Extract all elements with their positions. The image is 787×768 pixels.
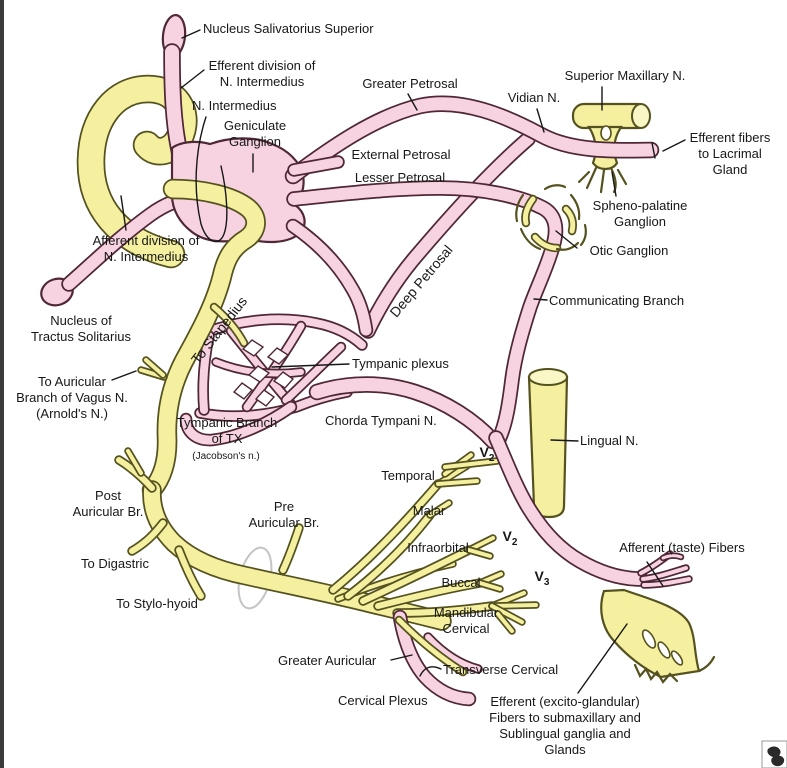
deep-petrosal-nerve (362, 133, 534, 337)
label-greater-auricular: Greater Auricular (278, 653, 377, 668)
label-to-stapedius: To Stapedius (187, 293, 251, 367)
label-afferent-division: Afferent division of N. Intermedius (92, 233, 200, 264)
label-communicating-branch: Communicating Branch (549, 293, 685, 308)
chorda-tympani-nerve (308, 376, 649, 587)
left-edge-strip (0, 0, 4, 768)
petrosal-nerves (284, 95, 660, 447)
facial-nerve-trunk (114, 178, 452, 631)
label-buccal: Buccal (441, 575, 481, 590)
label-v2-infraorbital: V2 (502, 528, 518, 548)
label-n-intermedius: N. Intermedius (192, 98, 277, 113)
label-nucleus-salivatorius-superior: Nucleus Salivatorius Superior (203, 21, 374, 36)
lesser-petrosal-communicating-branch (288, 182, 562, 445)
label-lingual: Lingual N. (580, 433, 639, 448)
label-efferent-lacrimal: Efferent fibers to Lacrimal Gland (689, 130, 771, 177)
label-superior-maxillary: Superior Maxillary N. (564, 68, 686, 83)
label-jacobsons: (Jacobson's n.) (192, 451, 260, 462)
label-arnolds-nerve: To Auricular Branch of Vagus N. (Arnold'… (16, 374, 128, 421)
plexus-windows (232, 339, 295, 407)
label-afferent-taste: Afferent (taste) Fibers (619, 540, 745, 555)
label-v3: V3 (534, 568, 550, 588)
label-nucleus-tractus-solitarius: Nucleus of Tractus Solitarius (31, 313, 131, 344)
cervical-plexus-band (392, 609, 483, 707)
label-otic-ganglion: Otic Ganglion (589, 243, 669, 258)
label-geniculate-ganglion: Geniculate Ganglion (223, 118, 287, 149)
label-cervical-plexus: Cervical Plexus (338, 693, 428, 708)
malar-branch (345, 512, 433, 599)
infraorbital-branch (360, 547, 472, 604)
label-external-petrosal: External Petrosal (351, 147, 451, 162)
label-tympanic-plexus: Tympanic plexus (352, 356, 449, 371)
label-to-stylohyoid: To Stylo-hyoid (116, 596, 198, 611)
label-malar: Malar (412, 503, 446, 518)
label-lesser-petrosal: Lesser Petrosal (354, 170, 446, 185)
label-sphenopalatine-ganglion: Spheno-palatine Ganglion (592, 198, 688, 229)
label-mandibular-cervical: Mandibular Cervical (433, 605, 499, 636)
stylohyoid-branch (176, 547, 204, 599)
label-post-auricular: Post Auricular Br. (72, 488, 144, 519)
facial-branch-fan (328, 451, 540, 635)
pointer-lines (111, 29, 686, 694)
label-efferent-glandular: Efferent (excito-glandular) Fibers to su… (489, 694, 641, 757)
efferent-glandular-fan (600, 588, 716, 684)
label-efferent-division: Efferent division of N. Intermedius (208, 58, 316, 89)
stapedius-branch (211, 304, 247, 346)
facial-canal-band (287, 220, 372, 336)
label-deep-petrosal: Deep Petrosal (386, 241, 456, 321)
label-transverse-cervical: Transverse Cervical (443, 662, 559, 677)
external-petrosal-nerve (289, 157, 343, 175)
temporal-branch (330, 481, 441, 593)
otic-ganglion (515, 184, 587, 253)
label-tympanic-branch: Tympanic Branch of TX (176, 415, 278, 446)
transverse-cervical-strand (425, 634, 481, 672)
buccal-branch (375, 580, 483, 609)
label-to-digastric: To Digastric (81, 556, 149, 571)
label-pre-auricular: Pre Auricular Br. (248, 499, 320, 530)
label-chorda-tympani: Chorda Tympani N. (325, 413, 437, 428)
label-temporal: Temporal (381, 468, 435, 483)
label-greater-petrosal: Greater Petrosal (362, 76, 458, 91)
label-infraorbital: Infraorbital (407, 540, 469, 555)
overlay-icon[interactable] (761, 740, 787, 768)
label-v2-temporal: V2 (479, 444, 495, 464)
greater-petrosal-nerve (286, 97, 658, 183)
jacobsons-nerve (181, 402, 296, 445)
pre-auricular-branch (280, 525, 302, 573)
afferent-taste-fibers (637, 550, 693, 589)
cervical-branch-crossing (396, 617, 466, 675)
digastric-branch (129, 520, 166, 554)
mandibular-branch (394, 603, 495, 616)
label-vidian: Vidian N. (507, 90, 561, 105)
